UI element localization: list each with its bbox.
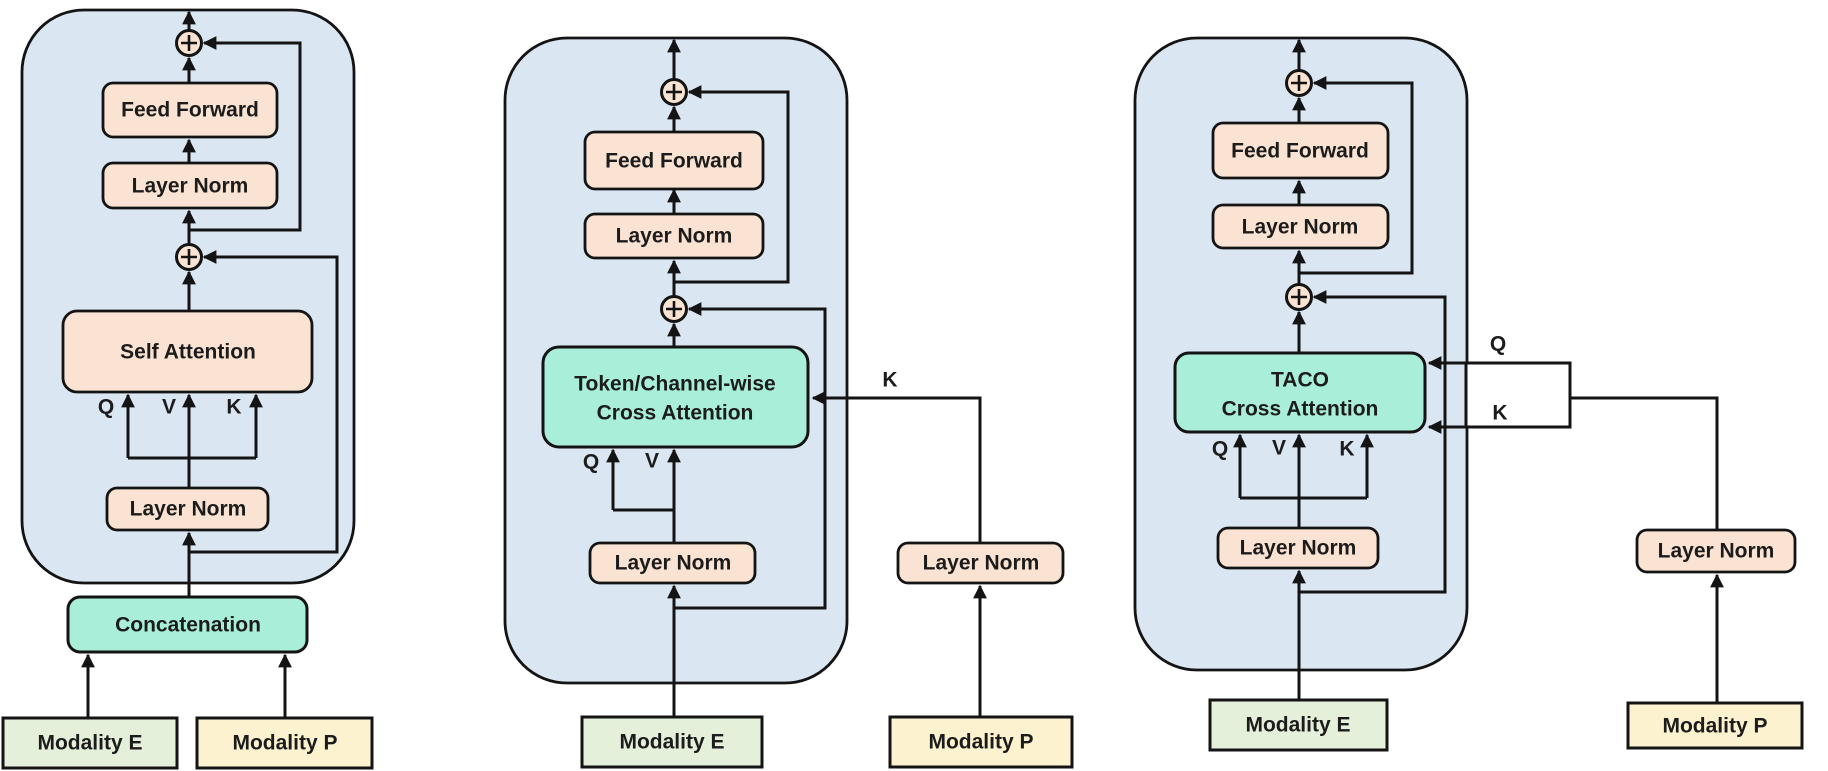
arrow-k-in: [811, 391, 982, 543]
self-attention-label: Self Attention: [120, 341, 256, 364]
k-in-label: K: [1492, 402, 1507, 425]
feed-forward-block: [1211, 121, 1390, 180]
modality-e-input: [1, 716, 179, 770]
k-in-label: K: [882, 369, 897, 392]
layer-norm-block: [1211, 203, 1390, 250]
residual-ff: [674, 85, 790, 284]
taco-label-line2: Cross Attention: [1222, 398, 1379, 421]
v-label: V: [1272, 437, 1286, 460]
self-attention-block: [61, 309, 314, 394]
flow-arrows: [1233, 38, 1724, 703]
residual-ff: [1299, 76, 1414, 275]
feed-forward-label: Feed Forward: [605, 150, 743, 173]
q-label: Q: [583, 451, 599, 474]
residual-attention: [674, 302, 827, 610]
taco-cross-attention-block: [1173, 351, 1427, 434]
add-icon: [175, 29, 203, 57]
feed-forward-label: Feed Forward: [121, 99, 259, 122]
layer-norm-label: Layer Norm: [615, 552, 732, 575]
layer-norm-label: Layer Norm: [616, 225, 733, 248]
cross-attention-label-line1: Token/Channel-wise: [574, 373, 775, 396]
add-icon: [660, 78, 688, 106]
modality-p-label: Modality P: [928, 731, 1033, 754]
cross-attention-block: [541, 345, 810, 449]
q-in-label: Q: [1490, 333, 1506, 356]
v-label: V: [162, 396, 176, 419]
modality-e-input: [580, 715, 764, 769]
layer-norm-block: [101, 161, 279, 210]
flow-arrows: [606, 38, 987, 717]
modality-p-input: [195, 716, 374, 770]
modality-p-input: [1626, 701, 1804, 750]
layer-norm-block: [105, 486, 270, 532]
add-icon: [175, 243, 203, 271]
layer-norm-label: Layer Norm: [1240, 537, 1357, 560]
residual-attention: [189, 250, 339, 554]
add-icon: [660, 295, 688, 323]
layer-norm-label: Layer Norm: [130, 498, 247, 521]
q-label: Q: [1212, 438, 1228, 461]
concatenation-label: Concatenation: [115, 614, 261, 637]
layer-norm-p-block: [896, 541, 1065, 585]
residual-ff: [189, 36, 302, 232]
diagram-token-channel-cross-attention: Feed Forward Layer Norm Token/Channel-wi…: [503, 36, 1074, 769]
layer-norm-block: [583, 212, 765, 260]
layer-norm-p-label: Layer Norm: [1658, 540, 1775, 563]
k-label: K: [1339, 438, 1354, 461]
v-label: V: [645, 450, 659, 473]
layer-norm-p-label: Layer Norm: [923, 552, 1040, 575]
layer-norm-block: [1216, 526, 1380, 570]
modality-p-input: [888, 715, 1074, 769]
q-label: Q: [98, 396, 114, 419]
modality-e-label: Modality E: [37, 732, 142, 755]
residual-attention: [1299, 290, 1447, 594]
feed-forward-block: [101, 81, 279, 139]
flow-arrows: [81, 10, 339, 718]
taco-label-line1: TACO: [1271, 369, 1329, 392]
qk-splitter-box: [1464, 361, 1572, 429]
add-icon: [1285, 283, 1313, 311]
k-label: K: [226, 396, 241, 419]
layer-norm-block: [588, 541, 757, 585]
layer-norm-label: Layer Norm: [132, 175, 249, 198]
layer-norm-p-block: [1635, 528, 1797, 574]
modality-p-label: Modality P: [1662, 715, 1767, 738]
modality-e-label: Modality E: [619, 731, 724, 754]
modality-e-input: [1208, 698, 1389, 752]
layer-norm-label: Layer Norm: [1242, 216, 1359, 239]
feed-forward-block: [583, 130, 765, 191]
diagram-self-attention: Feed Forward Layer Norm Self Attention Q…: [1, 8, 374, 770]
modality-e-label: Modality E: [1245, 714, 1350, 737]
concatenation-block: [66, 595, 309, 654]
branch-from-layer-norm-p: [1570, 396, 1719, 530]
diagram-taco-cross-attention: Feed Forward Layer Norm TACO Cross Atten…: [1133, 36, 1804, 752]
cross-attention-label-line2: Cross Attention: [597, 402, 754, 425]
add-icon: [1285, 69, 1313, 97]
feed-forward-label: Feed Forward: [1231, 140, 1369, 163]
modality-p-label: Modality P: [232, 732, 337, 755]
